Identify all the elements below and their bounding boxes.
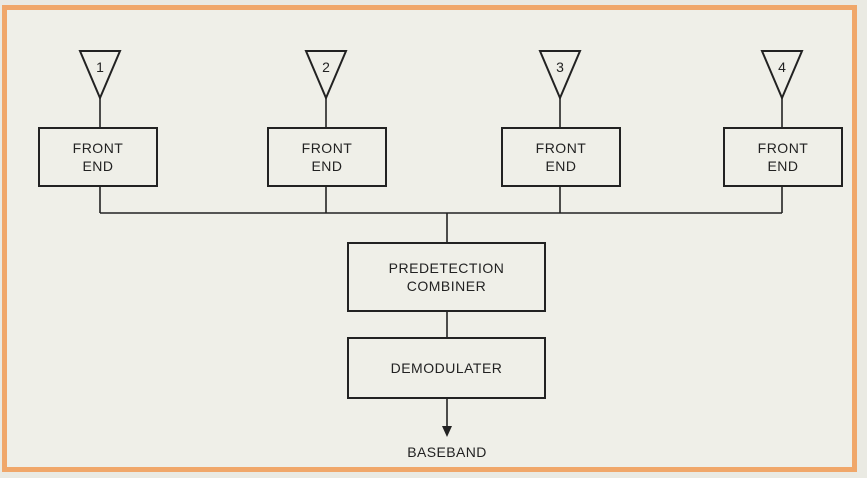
antenna-3-icon <box>538 50 582 101</box>
output-arrow-icon <box>442 426 452 437</box>
front-end-2-box <box>267 127 387 187</box>
antenna-1-icon <box>78 50 122 101</box>
front-end-3-label: FRONT END <box>535 140 587 174</box>
front-end-1-box <box>38 127 158 187</box>
antenna-4-icon <box>760 50 804 101</box>
front-end-4-label: FRONT END <box>757 140 809 174</box>
antenna-2-icon <box>304 50 348 101</box>
front-end-1-label: FRONT END <box>72 140 124 174</box>
antenna-2-label: 2 <box>322 59 330 75</box>
front-end-3-box <box>501 127 621 187</box>
antenna-1-label: 1 <box>96 59 104 75</box>
antenna-4-label: 4 <box>778 59 786 75</box>
predetection-combiner-label: PREDETECTION COMBINER <box>388 260 505 294</box>
front-end-2-label: FRONT END <box>301 140 353 174</box>
antenna-3-label: 3 <box>556 59 564 75</box>
demodulator-label: DEMODULATER <box>390 360 503 376</box>
front-end-4-box <box>723 127 843 187</box>
predetection-combiner-box <box>347 242 546 312</box>
baseband-label: BASEBAND <box>407 444 487 460</box>
